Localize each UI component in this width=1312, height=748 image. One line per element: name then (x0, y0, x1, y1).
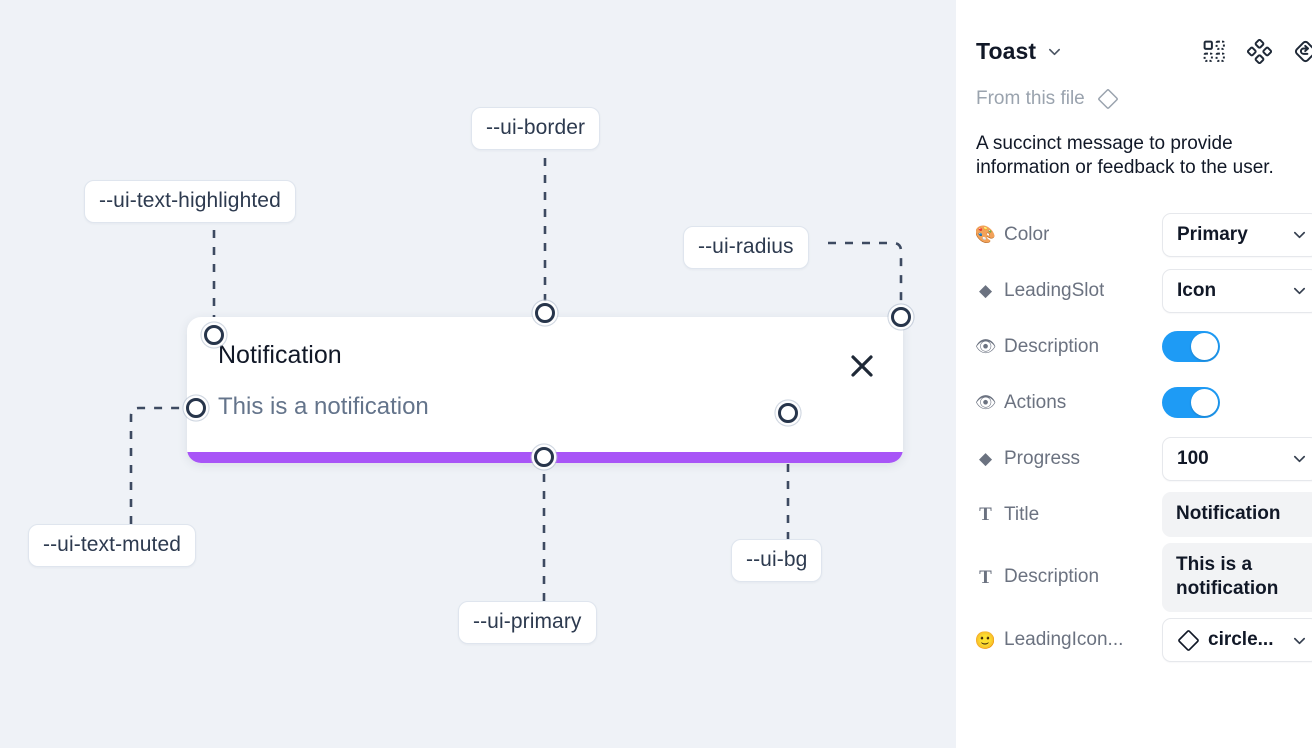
diamond-icon: ◆ (978, 281, 993, 301)
panel-header-actions (1202, 38, 1312, 65)
leadingslot-select[interactable]: Icon (1162, 268, 1312, 313)
chevron-down-icon (1292, 633, 1307, 648)
properties-panel: Toast (956, 0, 1312, 748)
emoji-icon: 🙂 (976, 630, 997, 650)
progress-select[interactable]: 100 (1162, 436, 1312, 481)
wire-radius (828, 241, 903, 317)
anchor-text-muted[interactable] (186, 398, 206, 418)
property-label-title: T Title (976, 504, 1162, 526)
chevron-down-icon (1292, 283, 1307, 298)
property-label-leadingicon: 🙂 LeadingIcon... (976, 629, 1124, 650)
property-label-description-text: T Description (976, 566, 1162, 588)
palette-icon: 🎨 (976, 225, 997, 245)
diamond-icon (1177, 629, 1200, 652)
property-label-progress: ◆ Progress (976, 448, 1162, 470)
property-row-color: 🎨 Color Primary (976, 207, 1312, 263)
property-row-leadingslot: ◆ LeadingSlot Icon (976, 263, 1312, 319)
anchor-primary[interactable] (534, 447, 554, 467)
token-pill-primary[interactable]: --ui-primary (458, 601, 597, 644)
anchor-text-highlighted[interactable] (204, 325, 224, 345)
color-select[interactable]: Primary (1162, 212, 1312, 257)
design-canvas[interactable]: Notification This is a notification --ui… (0, 0, 956, 748)
panel-title: Toast (976, 37, 1037, 64)
token-pill-border[interactable]: --ui-border (471, 107, 601, 150)
property-row-leadingicon: 🙂 LeadingIcon... circle... (976, 612, 1312, 668)
diamond-icon (1097, 88, 1119, 110)
property-row-description-toggle: 👁 Description (976, 319, 1312, 375)
property-label-color: 🎨 Color (976, 223, 1050, 245)
property-label-leadingslot: ◆ LeadingSlot (976, 280, 1162, 302)
anchor-border[interactable] (535, 303, 555, 323)
toast-preview-card[interactable]: Notification This is a notification (187, 317, 903, 463)
component-grid-icon[interactable] (1202, 39, 1227, 64)
text-icon: T (979, 504, 992, 526)
eye-icon: 👁 (976, 393, 997, 413)
toggle-knob (1191, 389, 1218, 417)
leadingicon-select[interactable]: circle... (1162, 618, 1312, 662)
reset-instance-icon[interactable] (1292, 38, 1312, 65)
source-row: From this file (976, 88, 1312, 110)
chevron-down-icon[interactable] (1047, 44, 1062, 59)
source-label: From this file (976, 88, 1085, 109)
diamond-icon: ◆ (978, 449, 993, 469)
token-pill-text-highlighted[interactable]: --ui-text-highlighted (84, 180, 296, 223)
property-label-actions-toggle: 👁 Actions (976, 391, 1067, 413)
title-input[interactable]: Notification (1162, 492, 1312, 537)
actions-toggle[interactable] (1162, 387, 1220, 419)
property-row-actions-toggle: 👁 Actions (976, 375, 1312, 431)
property-label-description-toggle: 👁 Description (976, 335, 1100, 357)
panel-header: Toast (976, 0, 1312, 64)
chevron-down-icon (1292, 227, 1307, 242)
component-description: A succinct message to provide informatio… (976, 133, 1274, 179)
token-pill-radius[interactable]: --ui-radius (683, 226, 809, 269)
eye-icon: 👁 (976, 337, 997, 357)
anchor-radius[interactable] (891, 307, 911, 327)
text-icon: T (979, 566, 992, 588)
toggle-knob (1191, 333, 1218, 361)
property-row-description-text: T Description This is a notification (976, 542, 1312, 612)
close-icon[interactable] (849, 353, 875, 379)
toast-description: This is a notification (218, 393, 429, 420)
description-input[interactable]: This is a notification (1162, 542, 1312, 612)
component-set-icon[interactable] (1247, 38, 1272, 64)
property-list: 🎨 Color Primary ◆ LeadingSlot (976, 207, 1312, 668)
anchor-bg[interactable] (778, 403, 798, 423)
chevron-down-icon (1292, 451, 1307, 466)
toast-title: Notification (218, 341, 342, 369)
description-toggle[interactable] (1162, 331, 1220, 363)
token-pill-bg[interactable]: --ui-bg (731, 539, 823, 582)
property-row-title: T Title Notification (976, 487, 1312, 543)
property-row-progress: ◆ Progress 100 (976, 431, 1312, 487)
token-pill-text-muted[interactable]: --ui-text-muted (28, 524, 197, 567)
